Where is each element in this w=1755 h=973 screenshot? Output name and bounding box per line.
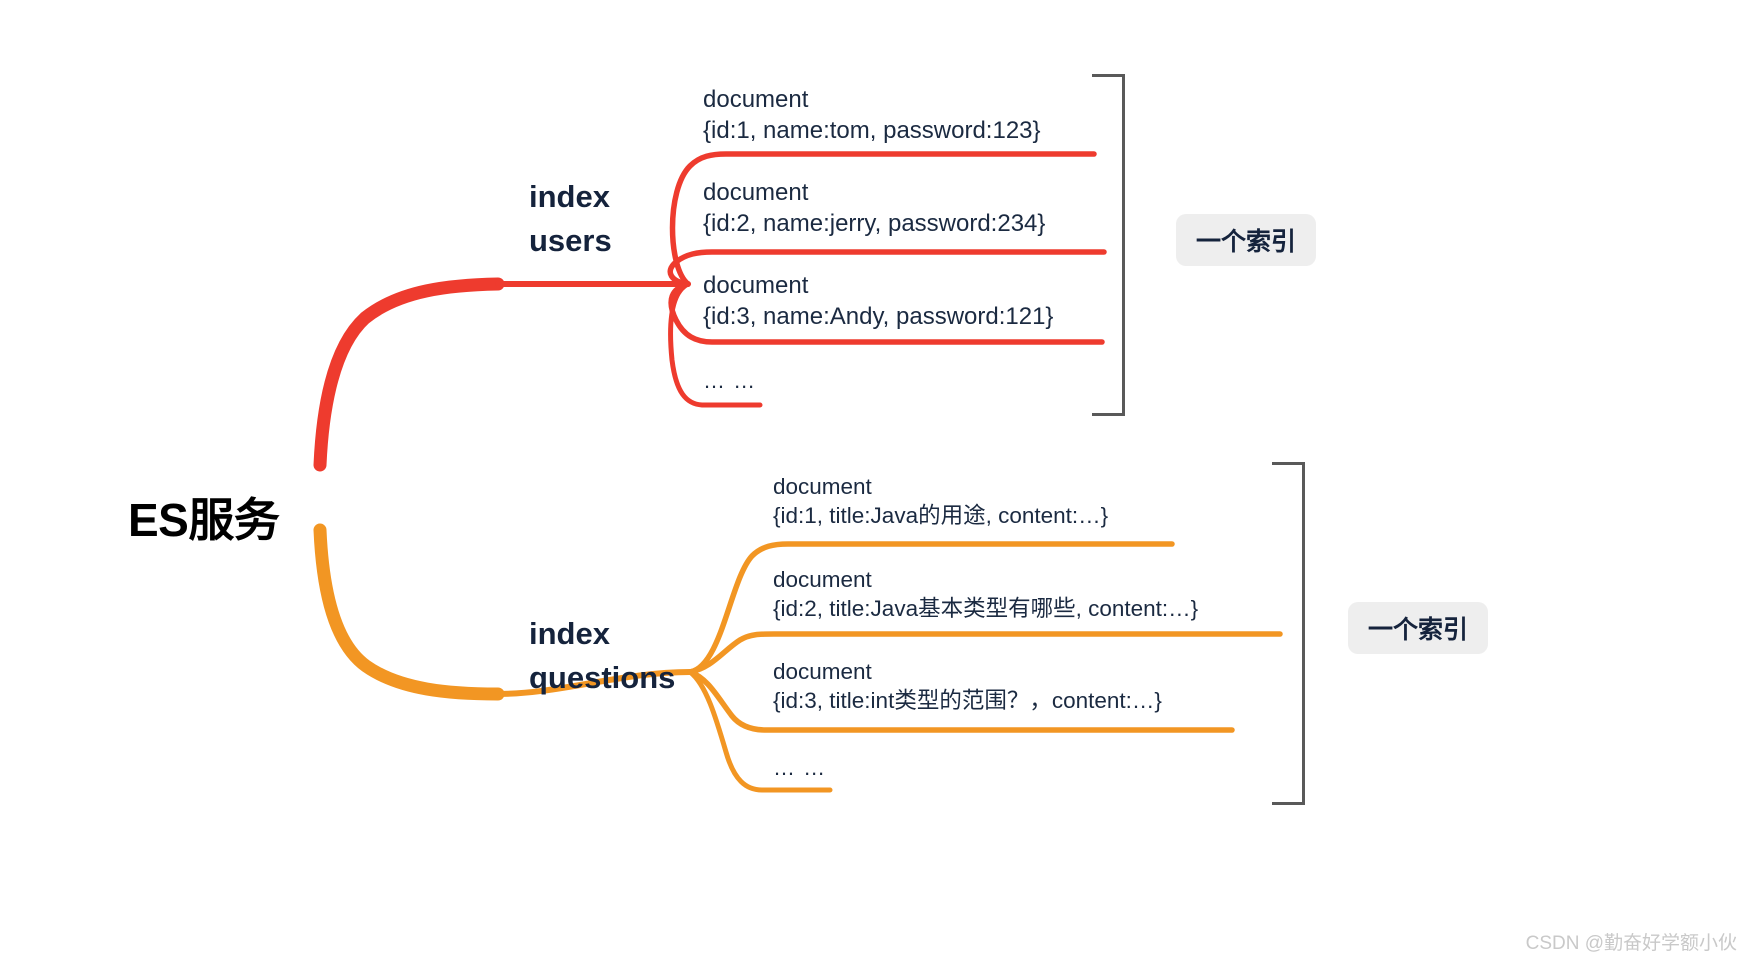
document-label: document xyxy=(703,272,809,299)
document-node-users-2[interactable]: document {id:2, name:jerry, password:234… xyxy=(703,177,1045,239)
badge-one-index-questions: 一个索引 xyxy=(1348,602,1488,654)
index-questions-line-1: index xyxy=(529,616,610,651)
document-label: document xyxy=(703,86,809,113)
document-label: document xyxy=(773,567,872,592)
document-node-questions-1[interactable]: document {id:1, title:Java的用途, content:…… xyxy=(773,472,1108,531)
document-body: {id:1, title:Java的用途, content:…} xyxy=(773,503,1109,529)
document-node-users-3[interactable]: document {id:3, name:Andy, password:121} xyxy=(703,270,1053,332)
document-body: {id:3, title:int类型的范围？，content:…} xyxy=(773,688,1162,714)
index-node-users[interactable]: index users xyxy=(529,175,612,263)
ellipsis-node-users: … … xyxy=(703,368,757,393)
document-label: document xyxy=(703,179,809,206)
grouping-bracket-users xyxy=(1092,74,1125,416)
document-node-questions-3[interactable]: document {id:3, title:int类型的范围？，content:… xyxy=(773,657,1162,716)
document-node-users-1[interactable]: document {id:1, name:tom, password:123} xyxy=(703,84,1041,146)
branch-trunk-questions xyxy=(313,523,505,701)
index-questions-line-2: questions xyxy=(529,660,676,696)
badge-one-index-users: 一个索引 xyxy=(1176,214,1316,266)
document-node-questions-2[interactable]: document {id:2, title:Java基本类型有哪些, conte… xyxy=(773,565,1198,624)
index-node-questions[interactable]: index questions xyxy=(529,612,675,700)
csdn-watermark: CSDN @勤奋好学额小伙 xyxy=(1525,933,1737,954)
document-body: {id:3, name:Andy, password:121} xyxy=(703,303,1054,331)
grouping-bracket-questions xyxy=(1272,462,1305,805)
ellipsis-node-questions: … … xyxy=(773,755,827,780)
document-body: {id:2, title:Java基本类型有哪些, content:…} xyxy=(773,596,1199,622)
document-label: document xyxy=(773,474,872,499)
index-users-line-1: index xyxy=(529,179,610,214)
document-body: {id:1, name:tom, password:123} xyxy=(703,117,1041,145)
document-body: {id:2, name:jerry, password:234} xyxy=(703,210,1046,238)
branch-trunk-users xyxy=(313,277,505,472)
root-node-label: ES服务 xyxy=(128,494,280,546)
index-users-line-2: users xyxy=(529,223,612,259)
document-label: document xyxy=(773,659,872,684)
